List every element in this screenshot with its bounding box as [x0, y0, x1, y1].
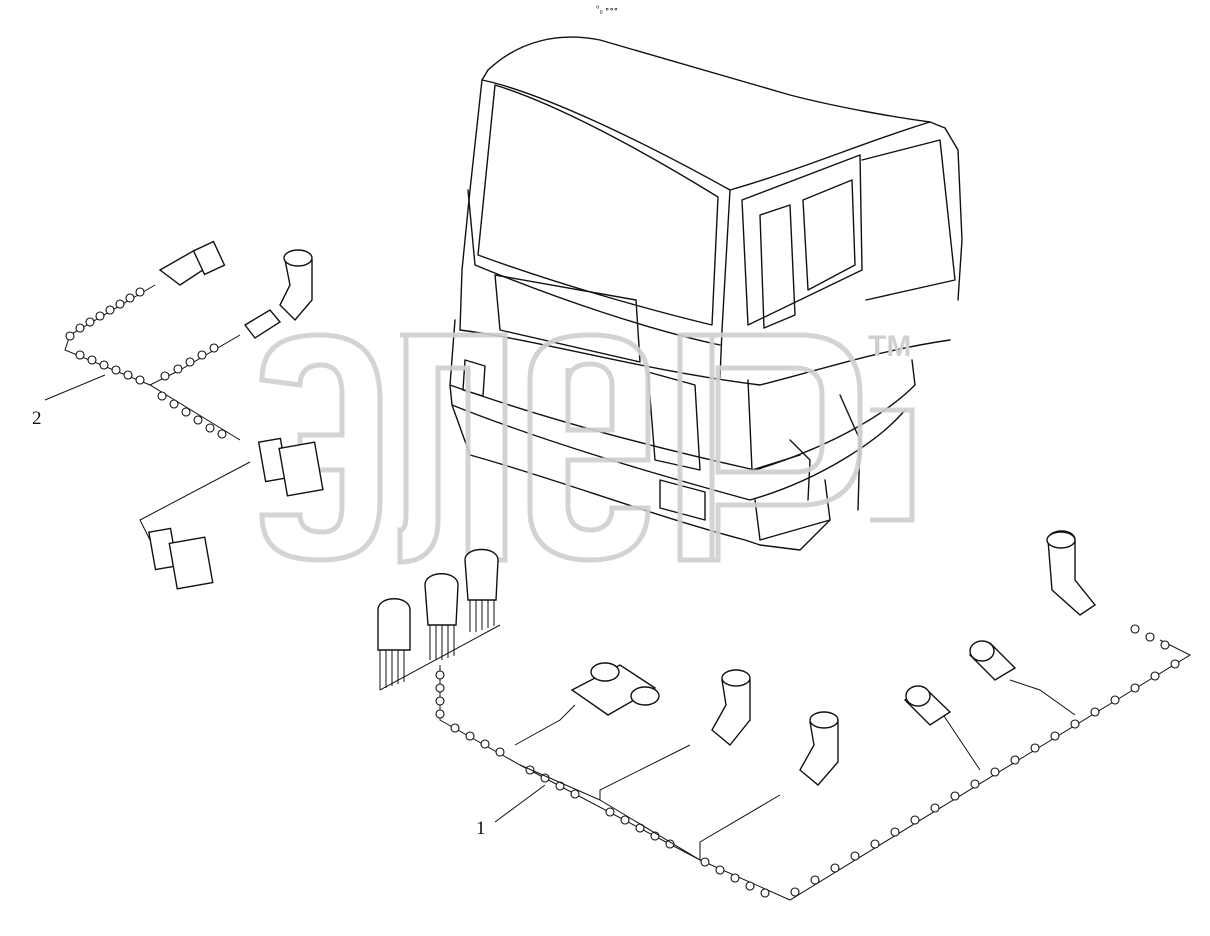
watermark-trademark: TM: [868, 330, 912, 363]
truck-cab: [449, 36, 963, 551]
top-mark: °₀ ∘∘∘: [596, 4, 619, 14]
callout-1: 1: [476, 818, 486, 839]
harness-assembly-1: [377, 530, 1192, 901]
callout-2: 2: [32, 408, 42, 429]
harness-assembly-2: [44, 240, 324, 590]
watermark-logo: [259, 332, 915, 565]
